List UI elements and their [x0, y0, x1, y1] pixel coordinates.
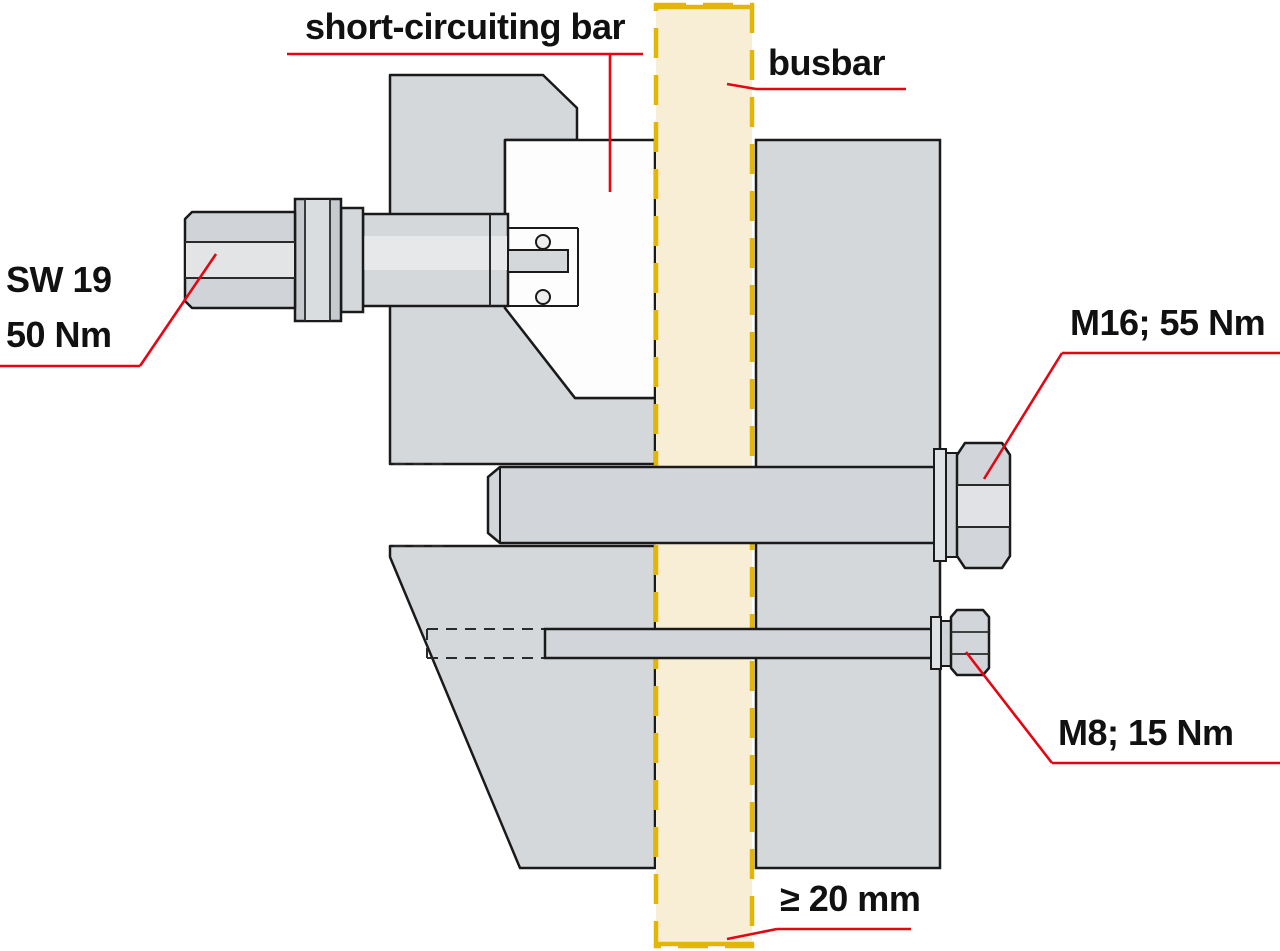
- m16-nut: [955, 441, 1012, 570]
- label-sw19-size: SW 19: [6, 259, 112, 300]
- m8-nut: [949, 608, 991, 677]
- label-m16-torque: M16; 55 Nm: [1070, 302, 1266, 343]
- screw-neck: [339, 206, 365, 314]
- m16-bolt: [486, 441, 1012, 570]
- m16-spring-washer: [945, 452, 958, 558]
- sw19-hex-head: [183, 210, 297, 310]
- m8-bolt: [543, 608, 991, 677]
- label-min-thickness: ≥ 20 mm: [780, 878, 921, 919]
- leader-busbar: [726, 82, 906, 91]
- hidden-slot-edges: [394, 463, 450, 547]
- leader-sw19: [0, 253, 218, 368]
- leader-m16: [982, 351, 1280, 480]
- sw19-clamp-screw: [183, 197, 569, 323]
- clamp-bracket-lower: [388, 463, 657, 870]
- m8-washer: [930, 616, 942, 670]
- leader-min-thickness: [726, 927, 911, 941]
- pivot-pin-lower: [535, 289, 551, 305]
- screw-cylinder: [361, 212, 510, 308]
- hidden-bolt-edges: [426, 628, 545, 659]
- leader-short-circuiting-bar: [287, 52, 643, 192]
- screw-flange: [293, 197, 343, 323]
- m8-spring-washer: [940, 620, 952, 667]
- leader-m8: [964, 651, 1280, 765]
- label-sw19-torque: SW 19 50 Nm: [6, 252, 112, 362]
- pivot-pin-upper: [535, 234, 551, 250]
- screw-connector: [507, 234, 569, 305]
- m16-washer: [933, 448, 947, 562]
- label-m8-torque: M8; 15 Nm: [1058, 712, 1234, 753]
- label-short-circuiting-bar: short-circuiting bar: [304, 6, 626, 47]
- label-busbar: busbar: [768, 42, 886, 83]
- label-sw19-nm: 50 Nm: [6, 314, 112, 355]
- leader-lines: [0, 52, 1280, 941]
